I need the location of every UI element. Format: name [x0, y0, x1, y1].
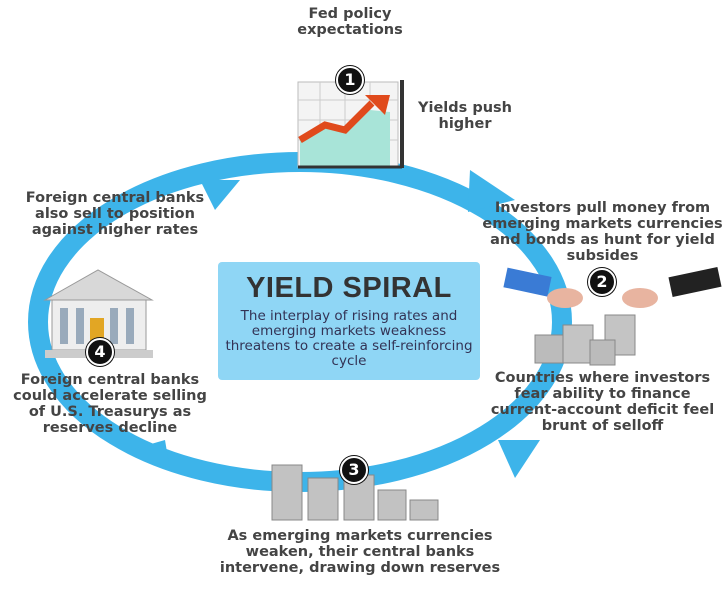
- step2-bottom-label: Countries where investors fear ability t…: [490, 370, 715, 434]
- arrow-head-right: [498, 440, 540, 478]
- step-number-2: 2: [588, 268, 616, 296]
- step1-top-label: Fed policy expectations: [297, 6, 403, 38]
- step3-bottom-label: As emerging markets currencies weaken, t…: [219, 528, 501, 576]
- coin-stacks-icon: [271, 464, 439, 521]
- step-number-4: 4: [86, 338, 114, 366]
- step4-bottom-label: Foreign central banks could accelerate s…: [13, 372, 207, 436]
- center-box: YIELD SPIRAL The interplay of rising rat…: [218, 262, 480, 380]
- center-subtitle: The interplay of rising rates and emergi…: [225, 308, 473, 369]
- arrow-head-top-right: [468, 170, 515, 212]
- hands-coins-icon: [503, 267, 722, 366]
- step1-side-label: Yields push higher: [418, 100, 512, 132]
- step-number-3: 3: [340, 456, 368, 484]
- arrow-head-top-left: [200, 180, 240, 210]
- step4-top-label: Foreign central banks also sell to posit…: [25, 190, 205, 238]
- step-number-1: 1: [336, 66, 364, 94]
- step2-top-label: Investors pull money from emerging marke…: [482, 200, 723, 264]
- arrow-head-bottom-left: [130, 440, 170, 470]
- rising-chart-icon: [297, 80, 404, 169]
- center-title: YIELD SPIRAL: [246, 272, 452, 304]
